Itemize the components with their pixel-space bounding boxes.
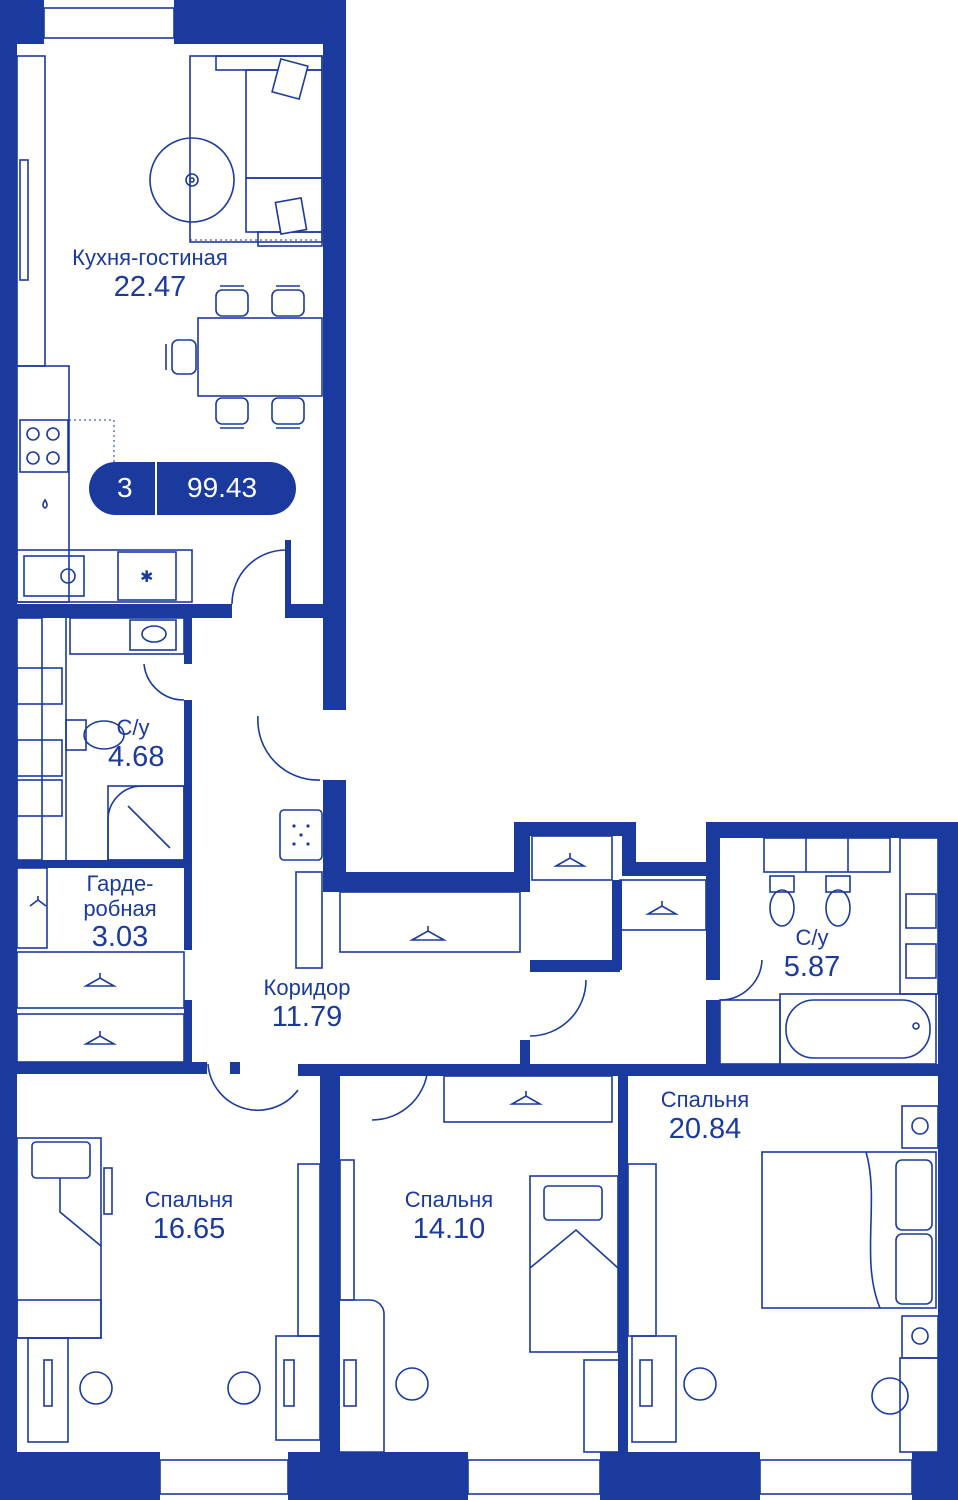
room-corridor-label: Коридор 11.79	[232, 975, 382, 1033]
room-name: Гарде- робная	[83, 871, 157, 921]
bedroom-mid-furniture	[339, 1159, 621, 1453]
room-area: 11.79	[271, 1000, 343, 1033]
total-area: 99.43	[187, 472, 258, 503]
room-name: Кухня-гостиная	[72, 245, 228, 270]
windows	[43, 7, 913, 1495]
room-area: 22.47	[113, 270, 187, 303]
room-kitchen-label: Кухня-гостиная 22.47	[50, 245, 250, 303]
room-name: Спальня	[660, 1087, 750, 1112]
room-area: 4.68	[108, 740, 165, 773]
room-area: 16.65	[152, 1212, 226, 1245]
room-bed-right-label: Спальня 20.84	[640, 1087, 770, 1145]
bedroom-left-furniture	[16, 1137, 321, 1443]
bath2-fixtures	[719, 837, 939, 1065]
svg-text:✱: ✱	[140, 567, 153, 586]
storage-shelves	[16, 617, 63, 949]
room-area: 14.10	[412, 1212, 486, 1245]
room-count: 3	[117, 472, 133, 503]
room-area: 3.03	[91, 921, 149, 954]
interior-walls	[17, 540, 938, 1452]
room-area: 20.84	[668, 1112, 742, 1145]
room-name: Спальня	[144, 1187, 234, 1212]
apartment-summary-badge: 3 99.43	[89, 462, 296, 515]
kitchen-furniture: ✱	[16, 55, 323, 603]
bedroom-right-furniture	[627, 1105, 939, 1453]
badge-divider	[155, 462, 157, 515]
bath1-fixtures	[65, 617, 185, 861]
room-bath1-label: С/у 4.68	[108, 715, 165, 773]
room-name: Коридор	[263, 975, 351, 1000]
room-area: 5.87	[783, 950, 841, 983]
doors	[143, 549, 763, 1121]
wardrobes	[16, 809, 707, 1123]
room-bath2-label: С/у 5.87	[772, 925, 852, 983]
room-bed-mid-label: Спальня 14.10	[384, 1187, 514, 1245]
room-wardrobe-label: Гарде- робная 3.03	[62, 871, 178, 954]
room-name: С/у	[795, 925, 829, 950]
room-bed-left-label: Спальня 16.65	[124, 1187, 254, 1245]
room-name: С/у	[116, 715, 150, 740]
room-name: Спальня	[404, 1187, 494, 1212]
